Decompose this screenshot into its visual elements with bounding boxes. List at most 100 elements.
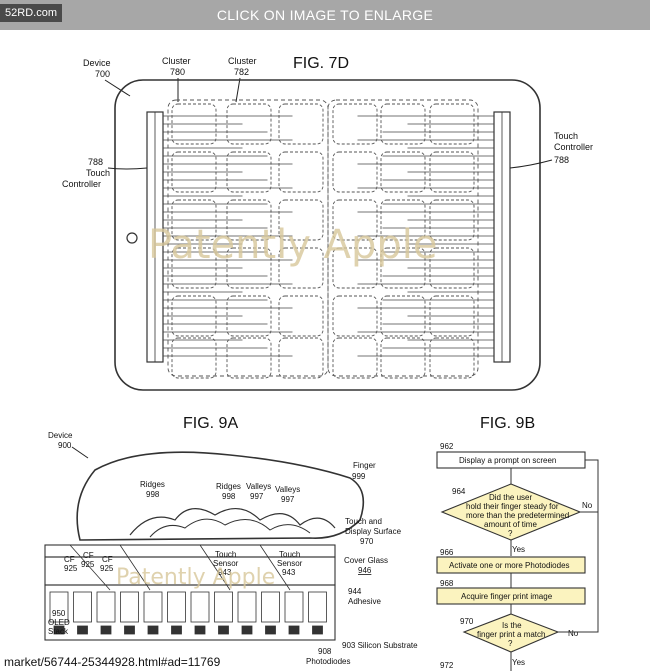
oled-stack-layer [44, 584, 336, 641]
ts2-label: Touch [279, 550, 300, 559]
ts1-label-b: Sensor [213, 559, 239, 568]
oled-cell [261, 591, 280, 623]
adhesive-label: Adhesive [348, 597, 381, 606]
n962: 962 [440, 442, 454, 451]
fc-yes2: Yes [512, 658, 525, 667]
oled-cells [49, 544, 327, 635]
device-900-num: 900 [58, 441, 72, 450]
tc-left-num: 788 [88, 157, 103, 167]
light-path [119, 544, 151, 591]
substrate-label: 903 Silicon Substrate [342, 641, 418, 650]
fig9a-title: FIG. 9A [183, 415, 238, 432]
fc-no2: No [568, 629, 579, 638]
patent-figures[interactable]: FIG. 7D Device 700 Cluster 780 Cluster 7… [0, 30, 650, 671]
sensor-cell [278, 199, 324, 241]
touch-surface-num: 970 [360, 537, 374, 546]
status-url[interactable]: market/56744-25344928.html#ad=11769 [0, 653, 225, 671]
fig9b-title: FIG. 9B [480, 415, 535, 432]
fc-d2-l1: Is the [502, 621, 522, 630]
photodiode-cell [194, 625, 206, 635]
sensor-cell [278, 337, 324, 379]
sensor-cell [226, 151, 272, 193]
device-700-label: Device [83, 58, 111, 68]
cluster-782-outline [327, 99, 479, 377]
finger-label: Finger [353, 461, 376, 470]
valleys2-label: Valleys [275, 485, 300, 494]
sensor-cell [332, 199, 378, 241]
sensor-cell [332, 337, 378, 379]
sensor-cell [171, 337, 217, 379]
ridges1-label: Ridges [140, 480, 165, 489]
ts1-num: 943 [218, 568, 232, 577]
cover-glass-label: Cover Glass [344, 556, 388, 565]
oled-cell [96, 591, 116, 623]
device-700-outline [114, 79, 541, 391]
fig7d-title: FIG. 7D [293, 55, 349, 72]
fingerprint-ridges [129, 508, 336, 536]
cf2-num: 925 [81, 560, 95, 569]
sensor-cell [332, 103, 378, 145]
device-700-num: 700 [95, 69, 110, 79]
enlarge-hint[interactable]: CLICK ON IMAGE TO ENLARGE [216, 7, 434, 23]
photodiode-cell [312, 625, 323, 635]
valleys1-num: 997 [250, 492, 264, 501]
watermark-top: Patently Apple [148, 222, 438, 268]
ts1-label: Touch [215, 550, 236, 559]
photodiode-cell [124, 625, 135, 635]
sensor-cell [332, 151, 378, 193]
oled-cell [308, 591, 327, 623]
cf3-label: CF [102, 555, 113, 564]
fc-d1-l4: amount of time [484, 520, 537, 529]
ts2-num: 943 [282, 568, 296, 577]
cluster-782-num: 782 [234, 67, 249, 77]
fc-yes1: Yes [512, 545, 525, 554]
site-badge: 52RD.com [0, 4, 62, 22]
photodiode-cell [53, 625, 65, 635]
fc-acquire-text: Acquire finger print image [461, 592, 553, 601]
finger-shape [76, 451, 365, 541]
oled-cell [284, 591, 304, 623]
sensor-cell [226, 199, 272, 241]
fc-d1-l2: hold their finger steady for [466, 502, 559, 511]
touch-surface-line1: Touch and [345, 517, 382, 526]
oled-line1: OLED [48, 618, 70, 627]
tc-left-line2: Controller [62, 179, 101, 189]
sensor-cell [278, 247, 324, 289]
header-bar[interactable]: CLICK ON IMAGE TO ENLARGE [0, 0, 650, 30]
sensor-cell [226, 295, 272, 337]
tc-left-line1: Touch [86, 168, 110, 178]
sensor-cell [332, 247, 378, 289]
sensor-cell [226, 103, 272, 145]
oled-cell [143, 591, 163, 623]
photodiode-cell [77, 625, 88, 635]
sensor-cell [226, 337, 272, 379]
photodiode-num: 908 [318, 647, 332, 656]
fc-display-prompt-text: Display a prompt on screen [459, 456, 556, 465]
oled-cell [214, 591, 233, 623]
ridges1-num: 998 [146, 490, 160, 499]
fc-d2-l2: finger print a match [477, 630, 545, 639]
cf2-label: CF [83, 551, 94, 560]
oled-num: 950 [52, 609, 66, 618]
touch-surface-line2: Display Surface [345, 527, 402, 536]
photodiode-cell [265, 625, 276, 635]
photodiode-cell [147, 625, 159, 635]
photodiode-cell [288, 625, 300, 635]
sensor-cell [429, 337, 475, 379]
oled-cell [73, 591, 92, 623]
oled-cell [167, 591, 186, 623]
fc-activate-text: Activate one or more Photodiodes [449, 561, 570, 570]
fc-d1-l1: Did the user [489, 493, 532, 502]
sensor-cell [226, 247, 272, 289]
sensor-cell [332, 295, 378, 337]
photodiode-cell [241, 625, 253, 635]
device-900-label: Device [48, 431, 73, 440]
cluster-782-label: Cluster [228, 56, 257, 66]
valleys2-num: 997 [281, 495, 295, 504]
ridges2-num: 998 [222, 492, 236, 501]
fc-d1-l3: more than the predetermined [466, 511, 569, 520]
photodiode-cell [171, 625, 182, 635]
trace-lines [163, 115, 494, 357]
n970: 970 [460, 617, 474, 626]
adhesive-num: 944 [348, 587, 362, 596]
